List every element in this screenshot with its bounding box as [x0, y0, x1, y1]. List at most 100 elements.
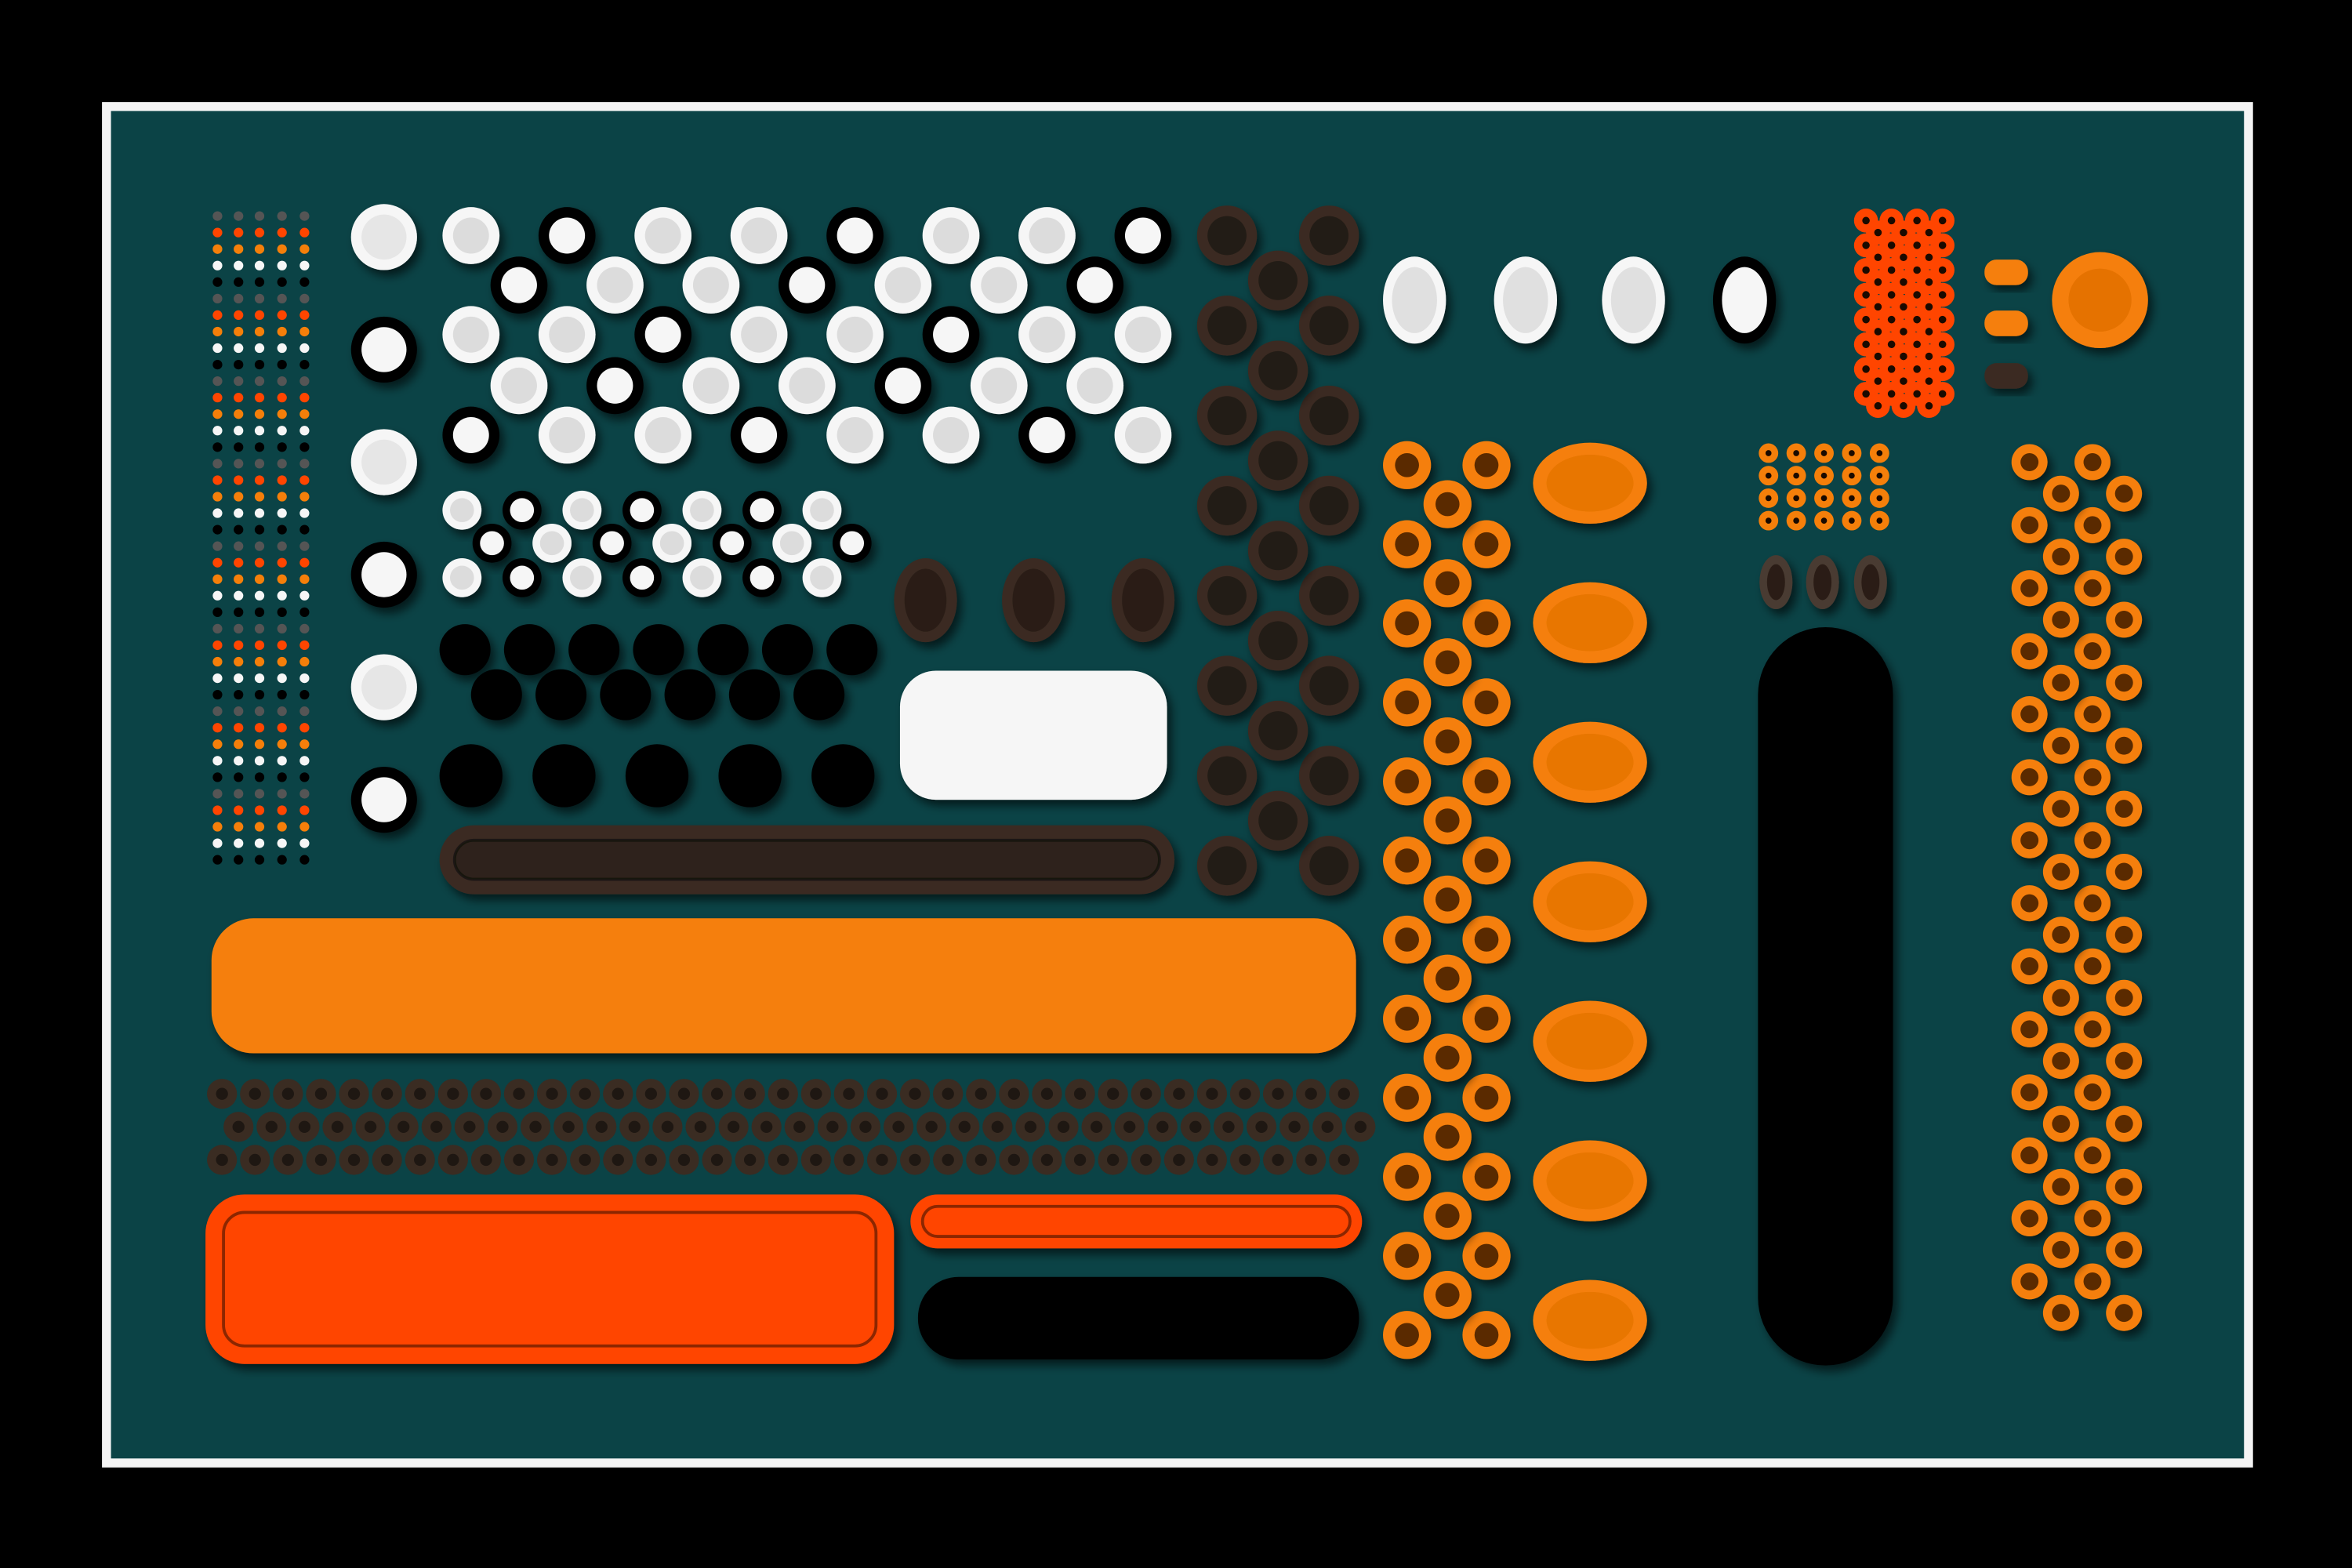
brown-chain-link — [718, 1112, 749, 1142]
small-ring — [652, 523, 692, 563]
brown-chain-link — [1163, 1079, 1194, 1109]
dot — [254, 805, 265, 815]
brown-chain-link-hole — [727, 1120, 740, 1133]
orange-grid-ring — [2074, 1263, 2111, 1300]
dot — [234, 706, 244, 717]
orange-mesh-ring-hole — [1849, 517, 1855, 524]
orange-mesh-ring-hole — [1876, 450, 1883, 456]
orange-mesh-ring-hole — [1765, 495, 1772, 502]
orange-oval-hole — [1546, 1152, 1634, 1210]
brown-chain-link-hole — [281, 1153, 294, 1167]
brown-chain-link-hole — [859, 1120, 872, 1133]
orange-grid-ring — [2042, 601, 2079, 638]
brown-chain-link — [1296, 1145, 1327, 1175]
brown-chain-link — [768, 1145, 798, 1175]
red-mesh-ring-hole — [1913, 365, 1921, 373]
white-ring-large-hole — [361, 777, 407, 822]
orange-grid-ring — [2074, 1137, 2111, 1174]
dot — [212, 805, 223, 815]
brown-chain-link-hole — [232, 1120, 245, 1133]
red-mesh-ring-hole — [1862, 340, 1870, 349]
lattice-ring-hole — [1029, 316, 1065, 353]
brown-small-oval — [1759, 555, 1793, 610]
orange-mesh-ring-hole — [1876, 495, 1883, 502]
dot — [212, 492, 223, 502]
brown-chain-link-hole — [909, 1153, 921, 1167]
lattice-ring — [490, 256, 548, 314]
dot — [254, 376, 265, 387]
brown-chain-link-hole — [1239, 1153, 1251, 1167]
orange-grid-ring — [2011, 696, 2048, 732]
brown-chain-link-hole — [414, 1153, 426, 1167]
orange-grid-ring-hole — [2020, 1146, 2039, 1165]
brown-ring — [1298, 296, 1359, 356]
orange-grid-ring — [2011, 570, 2048, 607]
brown-chain-link — [503, 1079, 535, 1109]
orange-grid-ring — [2106, 1105, 2143, 1142]
brown-chain-link-hole — [1206, 1087, 1218, 1100]
brown-chain-link — [652, 1112, 683, 1142]
brown-chain-link-hole — [216, 1153, 228, 1167]
lattice-ring — [538, 306, 596, 364]
orange-ring — [1423, 1192, 1472, 1240]
brown-chain-link — [866, 1079, 898, 1109]
lattice-ring-hole — [644, 316, 681, 353]
orange-grid-ring-hole — [2083, 452, 2102, 471]
brown-chain-link — [735, 1145, 765, 1175]
orange-grid-ring — [2074, 1011, 2111, 1047]
orange-grid-ring — [2106, 1043, 2143, 1080]
orange-mesh-ring-hole — [1849, 450, 1855, 456]
black-circle — [811, 744, 875, 808]
orange-oval-hole — [1546, 1291, 1634, 1349]
dot — [234, 343, 244, 354]
brown-ring-hole — [1309, 575, 1349, 615]
small-ring — [712, 523, 752, 563]
orange-ring — [1423, 717, 1472, 766]
dot — [212, 293, 223, 303]
dot — [277, 393, 287, 403]
orange-ring-hole — [1395, 1007, 1419, 1031]
brown-chain-link — [784, 1112, 815, 1142]
white-ring-large-hole — [361, 214, 407, 260]
orange-grid-ring-hole — [2114, 610, 2133, 629]
black-blob — [761, 624, 813, 676]
dot — [234, 623, 244, 634]
brown-chain-link-hole — [661, 1120, 674, 1133]
lattice-ring — [778, 357, 836, 415]
lattice-ring — [1066, 357, 1124, 415]
orange-grid-ring — [2074, 822, 2111, 858]
dot — [277, 409, 287, 419]
small-ring-hole — [570, 565, 594, 590]
orange-ring-hole — [1435, 887, 1460, 912]
lattice-ring — [682, 256, 740, 314]
dot — [277, 244, 287, 254]
brown-chain-link — [437, 1079, 468, 1109]
lattice-ring-hole — [549, 217, 586, 254]
orange-grid-ring-hole — [2052, 989, 2071, 1007]
lattice-ring-hole — [884, 267, 921, 303]
orange-grid-ring-hole — [2020, 642, 2039, 661]
brown-chain-link-hole — [1338, 1087, 1350, 1100]
brown-chain-link-hole — [249, 1153, 261, 1167]
orange-ring-hole — [1395, 1164, 1419, 1189]
brown-oval — [894, 557, 957, 643]
dot — [212, 756, 223, 766]
orange-grid-ring-hole — [2083, 1272, 2102, 1290]
black-blob — [633, 624, 684, 676]
lattice-ring — [1018, 306, 1076, 364]
brown-ring — [1247, 700, 1308, 761]
orange-ring — [1383, 757, 1432, 806]
dot — [277, 442, 287, 452]
orange-grid-ring — [2074, 1200, 2111, 1237]
dot — [234, 855, 244, 865]
orange-grid-ring — [2011, 759, 2048, 796]
dot — [254, 690, 265, 700]
dot — [277, 772, 287, 782]
brown-chain-link — [982, 1112, 1013, 1142]
brown-chain-link-hole — [826, 1120, 839, 1133]
white-rounded-rect-body — [899, 670, 1167, 800]
dot — [212, 359, 223, 370]
brown-chain-link — [899, 1079, 931, 1109]
brown-chain-link-hole — [546, 1087, 558, 1100]
orange-oval — [1533, 442, 1647, 524]
